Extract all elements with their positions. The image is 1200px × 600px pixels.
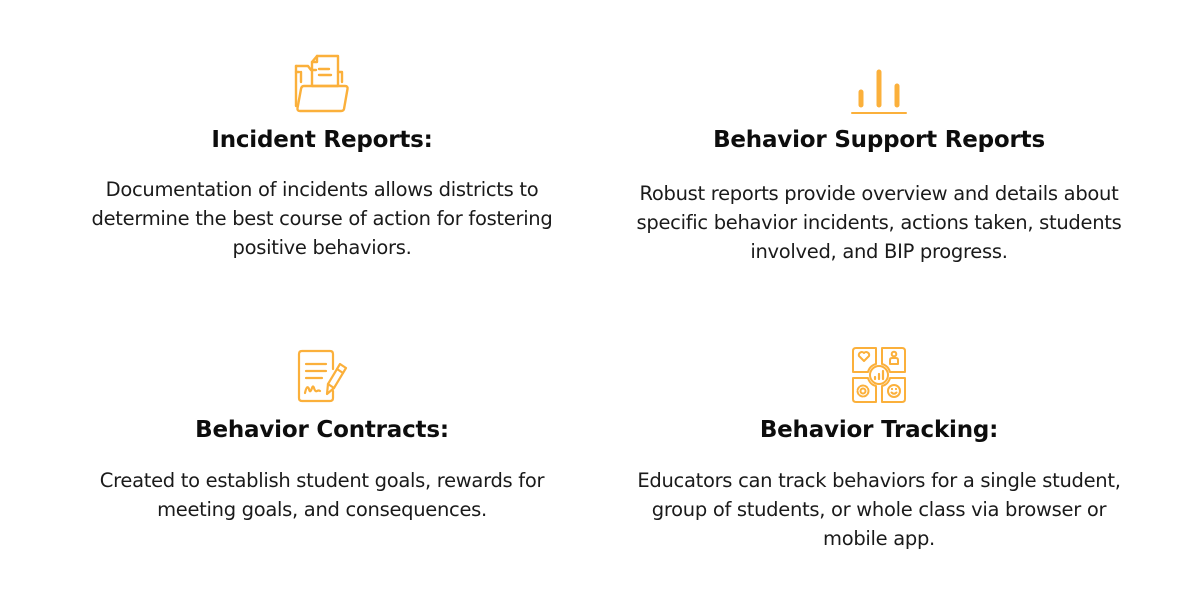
feature-incident-reports: Incident Reports: Documentation of incid… [62,50,582,262]
feature-behavior-tracking: Behavior Tracking: Educators can track b… [619,345,1139,553]
feature-title: Behavior Contracts: [195,417,449,443]
folder-document-icon [294,54,349,113]
feature-title: Behavior Tracking: [759,417,999,443]
feature-behavior-contracts: Behavior Contracts: Created to establish… [62,345,582,524]
bar-chart-icon [851,69,907,114]
feature-title: Incident Reports: [211,127,433,153]
feature-description: Educators can track behaviors for a sing… [637,469,1121,550]
feature-title: Behavior Support Reports [713,127,1045,153]
feature-description: Robust reports provide overview and deta… [636,182,1122,263]
feature-description: Created to establish student goals, rewa… [99,469,545,521]
contract-pen-icon [297,349,348,403]
tracking-dashboard-icon [852,347,906,403]
feature-behavior-support-reports: Behavior Support Reports Robust reports … [619,50,1139,266]
feature-description: Documentation of incidents allows distri… [91,178,553,259]
